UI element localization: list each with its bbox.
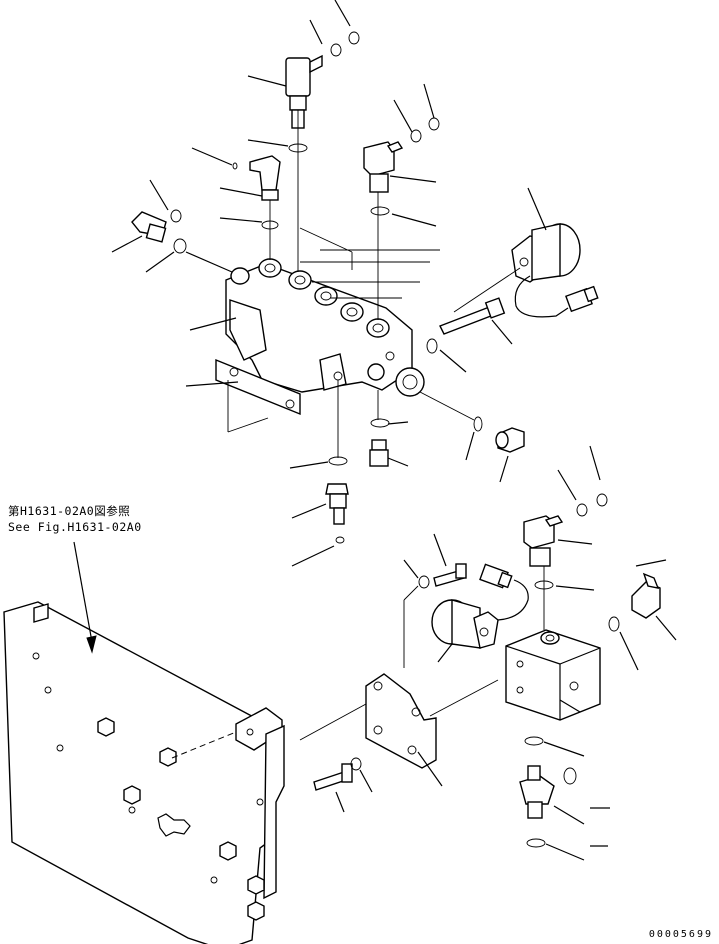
valve-block-lower <box>429 629 601 721</box>
elbow-switch-upper-right <box>363 83 440 227</box>
plug-fitting <box>465 416 525 483</box>
reference-arrow <box>73 541 97 654</box>
guide-lines <box>269 110 521 458</box>
elbow-switch-lower <box>523 445 608 630</box>
elbow-fitting-left <box>191 147 281 201</box>
solenoid-upper <box>511 187 599 318</box>
valve-manifold <box>185 251 425 397</box>
catalog-number: 00005699 <box>648 929 713 940</box>
bolt-washer-manifold <box>426 297 513 373</box>
mounting-bracket <box>299 673 443 813</box>
reference-note-english: See Fig.H1631-02A0 <box>8 520 142 534</box>
leader-lines-top <box>247 0 360 153</box>
fitting-lower-right <box>608 559 677 671</box>
solenoid-lower <box>431 563 529 663</box>
gasket-plate <box>185 358 301 433</box>
fitting-upper-left <box>111 179 279 273</box>
pressure-switch-top <box>285 54 323 129</box>
fittings-below-valve-block <box>519 736 610 861</box>
bolt-lower-solenoid <box>403 533 467 668</box>
fittings-below-manifold <box>289 418 409 567</box>
frame-plate <box>3 601 285 944</box>
reference-note-japanese: 第H1631-02A0図参照 <box>8 504 131 518</box>
